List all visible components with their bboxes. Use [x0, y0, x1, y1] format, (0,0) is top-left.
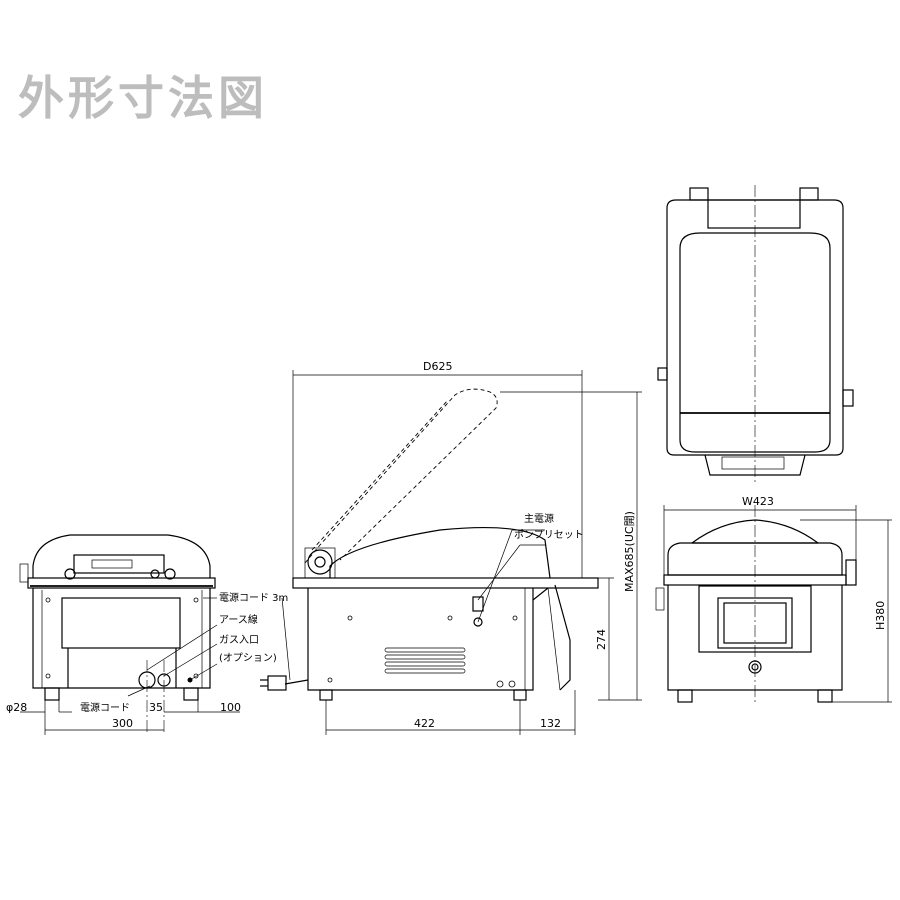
label-power-cord-3m: 電源コード 3m [219, 591, 288, 604]
back-view [19, 534, 216, 735]
dim-h380: H380 [874, 601, 887, 630]
dim-35: 35 [149, 701, 163, 714]
page-title: 外形寸法図 [18, 71, 268, 125]
vent-grille [384, 647, 466, 674]
label-earth-wire: アース線 [219, 613, 258, 626]
front-view [655, 505, 857, 705]
label-gas-inlet-option: (オプション) [219, 652, 277, 664]
dim-274: 274 [595, 629, 608, 650]
back-view-dimensions [20, 597, 240, 735]
side-view [260, 388, 599, 701]
dim-100: 100 [220, 701, 241, 714]
dim-132: 132 [540, 717, 561, 730]
label-power-cord: 電源コード [80, 701, 130, 714]
dim-dia-28: φ28 [6, 701, 27, 714]
dim-d625: D625 [423, 360, 452, 373]
label-pump-reset: ポンプリセット [514, 529, 584, 541]
dim-422: 422 [414, 717, 435, 730]
top-view [657, 185, 854, 485]
side-view-dimensions [292, 370, 642, 735]
dim-max685: MAX685(UC開) [623, 511, 636, 592]
label-gas-inlet: ガス入口 [219, 634, 259, 646]
dim-w423: W423 [742, 495, 774, 508]
label-main-power: 主電源 [524, 512, 554, 525]
front-view-dimensions [663, 505, 892, 703]
dim-300: 300 [112, 717, 133, 730]
